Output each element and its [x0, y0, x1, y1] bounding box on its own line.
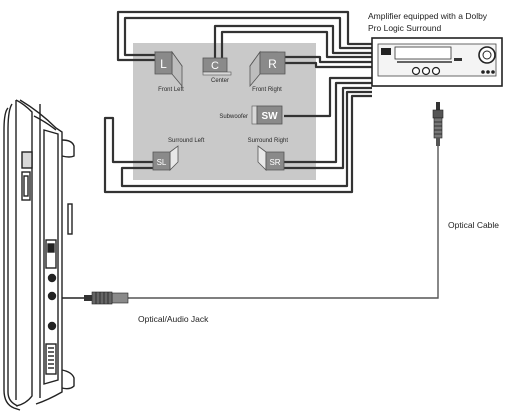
wire-surround-right: [282, 81, 372, 164]
speaker-wires: [103, 10, 372, 194]
front-right-letter: R: [268, 57, 277, 71]
amplifier-label-line1: Amplifier equipped with a Dolby: [368, 11, 488, 21]
optical-plug-dvd: [84, 291, 129, 305]
speaker-surround-right: SR: [257, 145, 285, 171]
subwoofer-label: Subwoofer: [219, 114, 248, 120]
surround-right-letter: SR: [269, 158, 280, 167]
surround-left-label: Surround Left: [168, 138, 205, 144]
wire-center: [213, 24, 372, 60]
speaker-front-left: L: [154, 50, 183, 88]
amp-button: [431, 66, 441, 76]
wire-surround-left: [120, 90, 372, 188]
amp-button: [421, 66, 431, 76]
wire-subwoofer: [284, 76, 372, 118]
optical-plug-amp: [432, 102, 444, 146]
amp-display-panel: [394, 46, 452, 60]
optical-cable: [128, 146, 439, 299]
speaker-surround-left: SL: [152, 145, 179, 171]
wire-front-left: [123, 16, 372, 57]
optical-cable-label: Optical Cable: [448, 220, 499, 230]
subwoofer-letter: SW: [261, 111, 278, 122]
front-left-label: Front Left: [158, 87, 184, 93]
amp-button: [411, 66, 421, 76]
amp-display: [381, 48, 391, 55]
amplifier: [371, 37, 503, 87]
optical-audio-jack-label: Optical/Audio Jack: [138, 314, 209, 324]
surround-left-letter: SL: [157, 158, 167, 167]
portable-dvd-player: [3, 99, 84, 411]
front-right-label: Front Right: [252, 87, 282, 93]
speaker-front-right: R: [249, 50, 286, 88]
center-letter: C: [211, 60, 219, 72]
amplifier-label-line2: Pro Logic Surround: [368, 23, 442, 33]
center-label: Center: [211, 78, 229, 84]
speaker-center: C: [202, 57, 232, 76]
wire-front-right: [285, 55, 372, 64]
surround-right-label: Surround Right: [248, 138, 289, 144]
front-left-letter: L: [160, 57, 167, 71]
speaker-subwoofer: SW: [251, 105, 283, 125]
